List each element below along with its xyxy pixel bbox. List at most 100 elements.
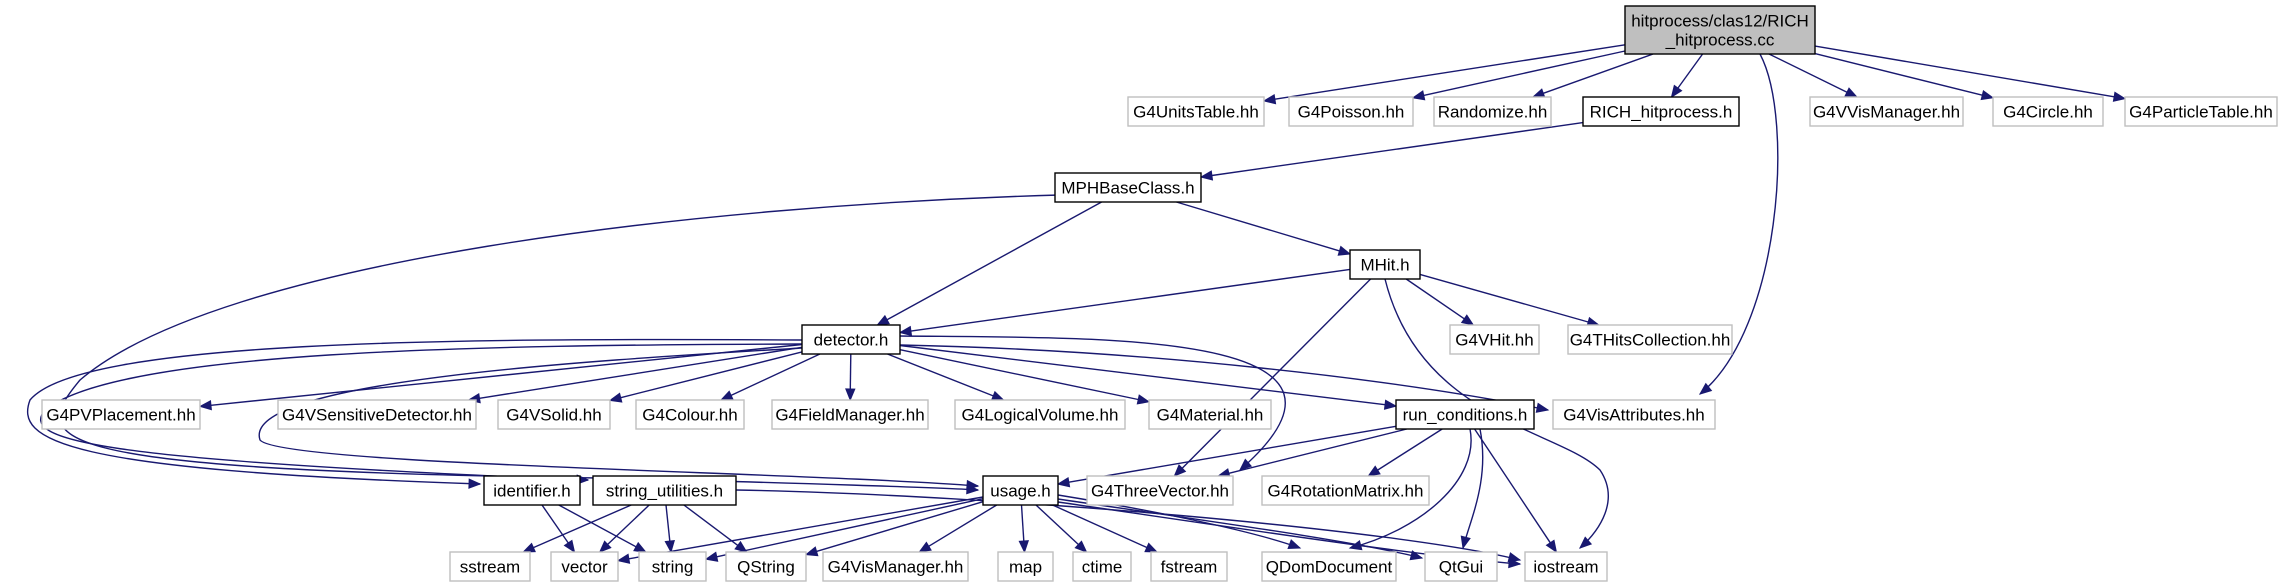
edge-line — [607, 504, 650, 545]
node-label: G4UnitsTable.hh — [1133, 103, 1259, 122]
edge-line — [1419, 273, 1589, 323]
node-string-utilities[interactable]: string_utilities.h — [592, 475, 737, 506]
edge-detector-to-g4fieldmanager — [845, 353, 856, 402]
node-box — [982, 475, 1059, 506]
node-label: G4ParticleTable.hh — [2129, 103, 2273, 122]
node-detector[interactable]: detector.h — [801, 324, 901, 355]
node-box — [635, 399, 745, 430]
node-rich-hitprocess[interactable]: RICH_hitprocess.h — [1582, 96, 1740, 127]
edge-detector-to-g4threevector — [899, 335, 1286, 471]
edge-detector-to-g4vsolid — [608, 351, 803, 403]
node-run-conditions[interactable]: run_conditions.h — [1395, 399, 1535, 430]
node-g4vvismanager: G4VVisManager.hh — [1809, 96, 1964, 127]
edge-detector-to-g4colour — [719, 353, 821, 401]
node-label: MHit.h — [1360, 256, 1409, 275]
edge-root-to-g4visattributes — [1698, 53, 1779, 395]
edge-line — [1814, 45, 2115, 98]
node-label: sstream — [460, 558, 520, 577]
edge-line — [1377, 428, 1443, 471]
node-g4rotationmatrix: G4RotationMatrix.hh — [1261, 475, 1430, 506]
arrowhead-icon — [990, 390, 1005, 401]
edge-line — [533, 504, 632, 549]
node-box — [1524, 551, 1608, 582]
node-g4poisson: G4Poisson.hh — [1288, 96, 1414, 127]
edge-line — [1176, 201, 1340, 252]
edge-line — [910, 268, 1351, 332]
edge-usage-to-g4vismanager — [918, 504, 998, 553]
node-box — [638, 551, 707, 582]
node-label: QDomDocument — [1266, 558, 1393, 577]
arrowhead-icon — [598, 540, 612, 553]
node-box — [1148, 399, 1272, 430]
node-root[interactable]: hitprocess/clas12/RICH_hitprocess.cc — [1624, 5, 1816, 55]
node-label: usage.h — [990, 482, 1051, 501]
node-box — [1086, 475, 1234, 506]
node-box — [954, 399, 1126, 430]
node-label: _hitprocess.cc — [1665, 31, 1775, 50]
arrowhead-icon — [1337, 245, 1352, 256]
node-label: G4THitsCollection.hh — [1570, 331, 1731, 350]
node-label: QtGui — [1439, 558, 1483, 577]
edge-line — [1768, 53, 1848, 93]
node-g4material: G4Material.hh — [1148, 399, 1272, 430]
arrowhead-icon — [1144, 542, 1159, 553]
node-label: G4LogicalVolume.hh — [962, 406, 1119, 425]
arrowhead-icon — [1409, 550, 1424, 561]
node-box — [1992, 96, 2104, 127]
node-qtgui: QtGui — [1424, 551, 1498, 582]
node-box — [1424, 551, 1498, 582]
arrowhead-icon — [1056, 476, 1071, 488]
arrowhead-icon — [1460, 535, 1471, 550]
edge-line — [1405, 278, 1465, 320]
edge-usage-to-ctime — [1035, 504, 1088, 553]
node-mphbaseclass[interactable]: MPHBaseClass.h — [1054, 172, 1202, 203]
arrowhead-icon — [804, 546, 819, 557]
edge-usage-to-qtgui — [1057, 498, 1424, 561]
node-label: iostream — [1533, 558, 1598, 577]
node-label: G4Circle.hh — [2003, 103, 2093, 122]
edge-line — [1474, 428, 1551, 544]
node-label: RICH_hitprocess.h — [1590, 103, 1733, 122]
edge-line — [1228, 428, 1407, 474]
node-identifier[interactable]: identifier.h — [483, 475, 581, 506]
node-ctime: ctime — [1072, 551, 1132, 582]
edge-line — [1349, 428, 1472, 549]
node-box — [1261, 475, 1430, 506]
edge-root-to-g4unitstable — [1262, 44, 1626, 105]
arrowhead-icon — [898, 325, 913, 337]
edge-line — [59, 194, 1061, 491]
node-qdomdocument: QDomDocument — [1261, 551, 1397, 582]
arrowhead-icon — [1239, 458, 1253, 471]
node-label: G4VVisManager.hh — [1813, 103, 1960, 122]
node-box — [2124, 96, 2278, 127]
node-g4particletable: G4ParticleTable.hh — [2124, 96, 2278, 127]
node-label: G4Colour.hh — [642, 406, 737, 425]
node-box — [1349, 249, 1421, 280]
arrowhead-icon — [563, 539, 576, 554]
edge-detector-to-g4visattributes — [899, 344, 1550, 413]
edge-mphbaseclass-to-detector — [876, 201, 1102, 326]
node-label: G4PVPlacement.hh — [46, 406, 195, 425]
arrowhead-icon — [1411, 90, 1426, 101]
node-usage[interactable]: usage.h — [982, 475, 1059, 506]
node-box — [1395, 399, 1535, 430]
node-label: G4VHit.hh — [1455, 331, 1533, 350]
arrowhead-icon — [633, 541, 647, 553]
edge-line — [1384, 278, 1609, 549]
edge-line — [1699, 53, 1779, 395]
node-box — [801, 324, 901, 355]
node-mhit[interactable]: MHit.h — [1349, 249, 1421, 280]
node-g4unitstable: G4UnitsTable.hh — [1127, 96, 1265, 127]
node-box — [449, 551, 531, 582]
edge-line — [735, 489, 1521, 561]
edge-usage-to-map — [1018, 504, 1030, 554]
node-vector: vector — [550, 551, 619, 582]
arrowhead-icon — [966, 479, 980, 491]
node-box — [997, 551, 1054, 582]
edge-line — [1035, 504, 1079, 546]
node-qstring: QString — [725, 551, 807, 582]
node-label: map — [1009, 558, 1042, 577]
node-label: run_conditions.h — [1403, 406, 1528, 425]
arrowhead-icon — [1531, 88, 1546, 99]
